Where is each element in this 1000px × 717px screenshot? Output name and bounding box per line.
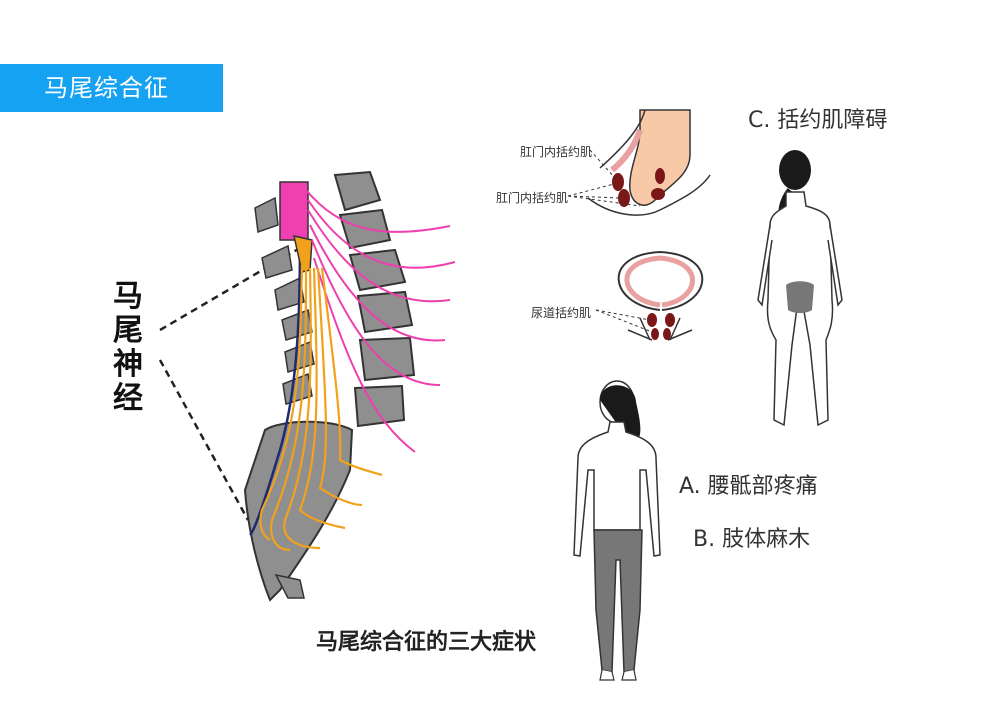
- figure-caption: 马尾综合征的三大症状: [316, 630, 537, 655]
- anal-sphincter-label-1: 肛门内括约肌: [520, 145, 593, 159]
- cauda-equina-nerves: [259, 264, 383, 552]
- back-view-figure: [757, 150, 843, 427]
- anal-sphincter-label-2: 肛门内括约肌: [496, 191, 569, 205]
- cauda-equina-char: 神: [113, 347, 143, 382]
- front-view-figure: [573, 380, 661, 681]
- cauda-equina-char: 马: [113, 279, 143, 314]
- urethral-sphincter-label: 尿道括约肌: [531, 306, 592, 320]
- urethral-sphincter-diagram: [595, 250, 704, 341]
- cauda-equina-label: 马 尾 神 经: [108, 280, 148, 416]
- spine-illustration: [243, 170, 456, 602]
- symptom-a-text: A. 腰骶部疼痛: [679, 474, 818, 499]
- cauda-equina-char: 尾: [113, 313, 143, 348]
- anal-sphincter-diagram: [567, 109, 711, 216]
- upper-nerve-roots: [305, 189, 456, 453]
- symptom-c-text: C. 括约肌障碍: [748, 108, 888, 133]
- title-banner: 马尾综合征: [0, 64, 223, 112]
- symptom-b-text: B. 肢体麻木: [693, 527, 811, 552]
- cauda-equina-char: 经: [113, 381, 143, 416]
